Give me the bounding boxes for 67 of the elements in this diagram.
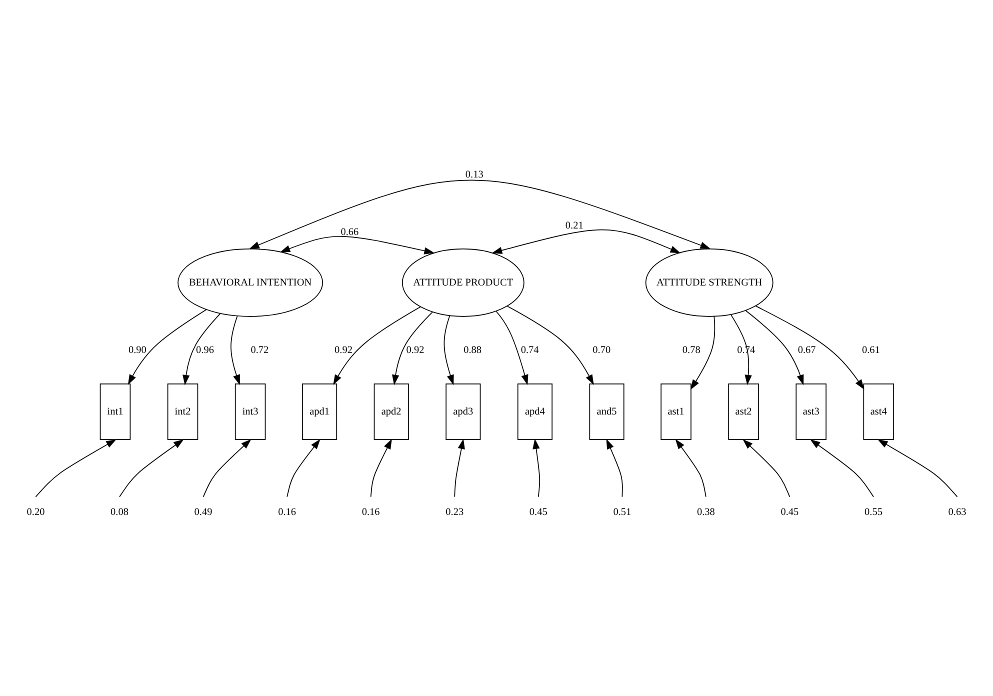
arrow xyxy=(230,315,240,385)
edge-label: 0.21 xyxy=(565,220,584,231)
arrow xyxy=(878,438,958,497)
arrow xyxy=(35,438,116,497)
edge-label: 0.88 xyxy=(464,344,482,356)
arrow xyxy=(249,179,711,248)
arrow xyxy=(745,310,804,385)
node-text: 0.55 xyxy=(864,506,882,518)
node-box: ast4 xyxy=(863,383,894,440)
edge-label: 0.67 xyxy=(798,344,816,356)
arrow xyxy=(333,306,422,384)
arrow xyxy=(690,315,716,390)
node-ellipse: BEHAVIORAL INTENTION xyxy=(178,248,324,316)
arrow xyxy=(370,438,392,497)
edge-label: 0.70 xyxy=(592,344,611,356)
arrow xyxy=(392,311,433,385)
node-text: 0.51 xyxy=(613,506,632,518)
arrow xyxy=(496,310,528,384)
node-text: 0.23 xyxy=(446,506,464,518)
edge-label: 0.78 xyxy=(682,344,700,356)
node-box: int3 xyxy=(234,383,266,440)
arrow xyxy=(454,438,465,497)
arrow xyxy=(506,305,594,384)
arrow xyxy=(730,314,752,385)
edge-label: 0.96 xyxy=(196,344,214,356)
node-text: 0.16 xyxy=(362,506,380,518)
edge-label: 0.61 xyxy=(862,344,880,356)
arrow xyxy=(128,308,207,384)
node-text: 0.63 xyxy=(948,506,966,518)
node-text: 0.45 xyxy=(529,506,548,518)
node-box: int2 xyxy=(167,383,198,440)
arrow xyxy=(675,438,706,497)
node-box: apd3 xyxy=(446,383,481,440)
node-box: int1 xyxy=(100,383,131,440)
node-text: 0.16 xyxy=(278,506,296,518)
node-text: 0.49 xyxy=(194,506,212,518)
node-text: 0.45 xyxy=(780,506,799,518)
edge-label: 0.72 xyxy=(250,344,269,356)
arrow xyxy=(182,312,221,385)
arrow xyxy=(606,438,623,497)
arrow xyxy=(810,438,874,497)
arrow xyxy=(755,305,864,390)
node-box: and5 xyxy=(589,383,624,440)
arrow xyxy=(119,438,184,497)
edge-label: 0.66 xyxy=(340,226,359,238)
node-ellipse: ATTITUDE STRENGTH xyxy=(645,248,774,316)
arrow xyxy=(202,438,252,497)
arrow xyxy=(286,438,320,497)
arrow xyxy=(742,438,790,497)
edge-label: 0.74 xyxy=(520,344,539,356)
node-text: 0.08 xyxy=(110,506,128,518)
arrow xyxy=(280,235,434,254)
node-box: ast2 xyxy=(728,383,759,440)
arrow xyxy=(492,228,681,254)
edge-label: 0.90 xyxy=(128,344,146,356)
node-box: apd2 xyxy=(374,383,409,440)
node-box: apd4 xyxy=(517,383,552,440)
arrow xyxy=(532,438,540,497)
node-text: 0.20 xyxy=(26,506,45,518)
node-text: 0.38 xyxy=(696,506,715,518)
edge-label: 0.92 xyxy=(334,344,352,356)
node-box: ast1 xyxy=(660,383,692,440)
node-box: apd1 xyxy=(302,383,338,440)
arrow xyxy=(444,314,454,385)
edge-label: 0.92 xyxy=(406,344,424,356)
edge-label: 0.13 xyxy=(465,169,484,180)
node-box: ast3 xyxy=(796,383,826,440)
